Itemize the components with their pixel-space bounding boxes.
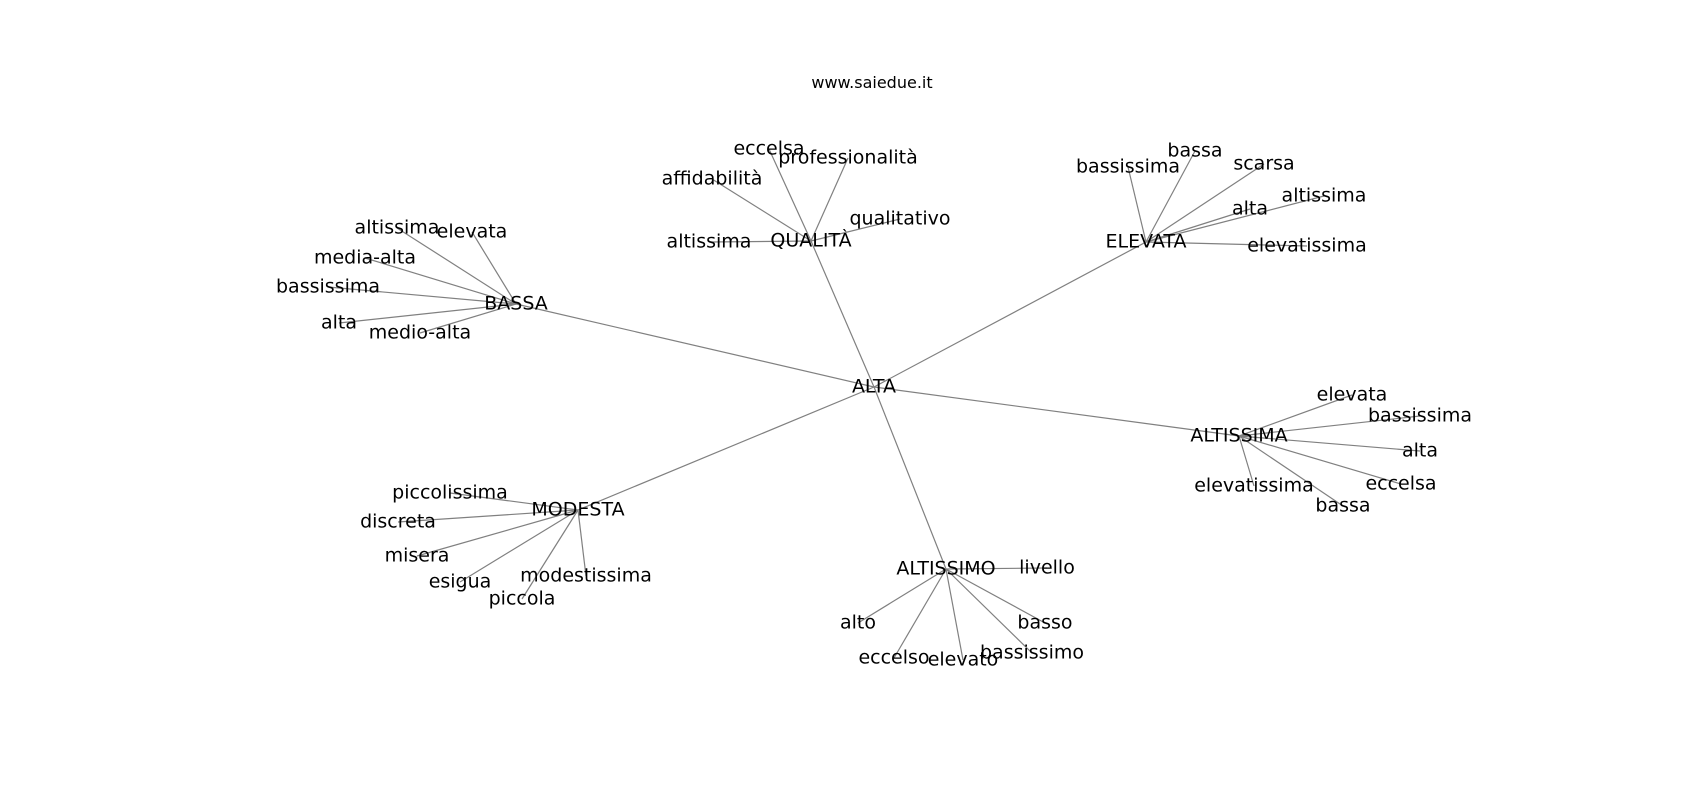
- edge-altissimo-leaf: [945, 568, 964, 661]
- edge-bassa-leaf: [471, 231, 517, 305]
- node-hub-elevata: ELEVATA: [1105, 231, 1186, 253]
- node-leaf: professionalità: [778, 147, 918, 169]
- edge-modesta-leaf: [459, 509, 579, 583]
- node-leaf: qualitativo: [850, 208, 951, 230]
- node-leaf: alta: [1232, 198, 1268, 220]
- edge-center-altissima: [873, 386, 1240, 437]
- node-leaf: alto: [840, 612, 876, 634]
- node-leaf: bassissima: [1368, 405, 1472, 427]
- edge-center-modesta: [577, 386, 875, 511]
- edge-altissima-leaf: [1238, 435, 1402, 485]
- edge-elevata-leaf: [1145, 163, 1265, 243]
- node-leaf: misera: [385, 545, 450, 567]
- edge-center-bassa: [515, 303, 875, 388]
- edge-elevata-leaf: [1145, 208, 1251, 243]
- node-leaf: alta: [1402, 440, 1438, 462]
- node-leaf: piccolissima: [392, 482, 508, 504]
- edge-modesta-leaf: [449, 492, 579, 511]
- edge-altissimo-leaf: [857, 568, 947, 624]
- edge-qualita-leaf: [768, 148, 812, 242]
- node-leaf: modestissima: [520, 565, 652, 587]
- edge-altissima-leaf: [1238, 435, 1255, 487]
- node-leaf: elevato: [928, 649, 999, 671]
- edge-bassa-leaf: [364, 257, 517, 305]
- edge-modesta-leaf: [397, 509, 579, 523]
- labels-layer: ALTABASSAaltissimaelevatamedia-altabassi…: [276, 138, 1472, 671]
- node-leaf: bassissima: [276, 276, 380, 298]
- edge-center-altissimo: [873, 386, 947, 570]
- edge-bassa-leaf: [396, 227, 517, 305]
- edge-elevata-leaf: [1145, 150, 1196, 243]
- edge-altissima-leaf: [1238, 435, 1421, 452]
- edge-altissimo-leaf: [945, 568, 1046, 624]
- edge-elevata-leaf: [1127, 166, 1147, 243]
- edge-center-qualita: [810, 240, 875, 388]
- edge-qualita-leaf: [711, 178, 812, 242]
- edge-altissimo-leaf: [893, 568, 947, 659]
- node-leaf: elevata: [437, 221, 508, 243]
- node-leaf: scarsa: [1233, 153, 1294, 175]
- node-leaf: elevatissima: [1247, 235, 1367, 257]
- node-leaf: elevatissima: [1194, 475, 1314, 497]
- edge-elevata-leaf: [1145, 241, 1308, 247]
- node-leaf: media-alta: [314, 247, 416, 269]
- edge-elevata-leaf: [1145, 195, 1325, 243]
- node-leaf: eccelsa: [733, 138, 804, 160]
- node-hub-modesta: MODESTA: [531, 499, 624, 521]
- edge-bassa-leaf: [327, 286, 517, 305]
- node-leaf: altissima: [1282, 185, 1367, 207]
- edge-altissima-leaf: [1238, 415, 1421, 437]
- node-leaf: altissima: [667, 231, 752, 253]
- node-leaf: eccelsa: [1365, 473, 1436, 495]
- node-leaf: bassissimo: [980, 642, 1084, 664]
- node-leaf: elevata: [1317, 384, 1388, 406]
- node-leaf: bassa: [1167, 140, 1222, 162]
- node-leaf: esigua: [429, 571, 492, 593]
- node-leaf: basso: [1017, 612, 1072, 634]
- node-leaf: bassissima: [1076, 156, 1180, 178]
- node-leaf: medio-alta: [369, 322, 471, 344]
- edge-bassa-leaf: [419, 303, 517, 334]
- node-leaf: bassa: [1315, 495, 1370, 517]
- node-leaf: discreta: [360, 511, 436, 533]
- node-leaf: alta: [321, 312, 357, 334]
- edges-layer: [327, 148, 1421, 661]
- node-hub-altissimo: ALTISSIMO: [896, 558, 995, 580]
- edge-qualita-leaf: [708, 240, 812, 243]
- edge-modesta-leaf: [521, 509, 579, 600]
- edge-bassa-leaf: [338, 303, 517, 324]
- node-leaf: livello: [1019, 557, 1075, 579]
- node-leaf: piccola: [489, 588, 556, 610]
- edge-altissima-leaf: [1238, 394, 1353, 437]
- node-leaf: altissima: [355, 217, 440, 239]
- node-leaf: eccelso: [858, 647, 929, 669]
- edge-modesta-leaf: [416, 509, 579, 557]
- node-leaf: affidabilità: [662, 168, 763, 190]
- edge-qualita-leaf: [810, 157, 849, 242]
- edge-altissimo-leaf: [945, 568, 1033, 654]
- node-hub-qualita: QUALITÀ: [770, 229, 851, 252]
- node-hub-bassa: BASSA: [484, 293, 548, 315]
- watermark-text: www.saiedue.it: [811, 73, 932, 92]
- edge-center-elevata: [873, 241, 1147, 388]
- edge-qualita-leaf: [810, 218, 901, 242]
- edge-altissimo-leaf: [945, 567, 1048, 570]
- node-hub-altissima: ALTISSIMA: [1190, 425, 1287, 447]
- edge-modesta-leaf: [577, 509, 587, 577]
- edge-altissima-leaf: [1238, 435, 1344, 507]
- node-center-alta: ALTA: [852, 376, 896, 398]
